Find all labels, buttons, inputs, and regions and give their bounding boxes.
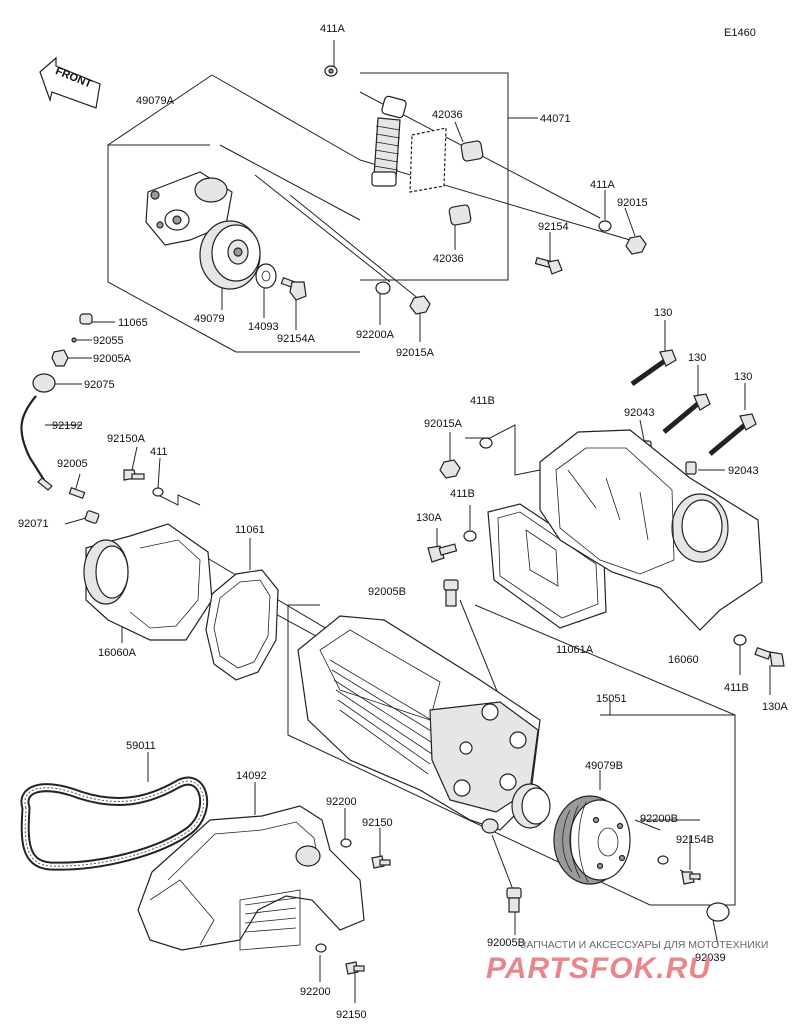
belt-cover (137, 805, 365, 951)
part-label-11065: 11065 (118, 317, 148, 329)
watermark: ЗАПЧАСТИ И АКСЕССУАРЫ ДЛЯ МОТОТЕХНИКИ PA… (486, 939, 768, 985)
washer-411b-c (733, 634, 747, 646)
watermark-tagline: ЗАПЧАСТИ И АКСЕССУАРЫ ДЛЯ МОТОТЕХНИКИ (520, 939, 768, 951)
part-label-92200b: 92200B (640, 813, 678, 825)
washer-411a-right (598, 220, 612, 232)
part-label-130: 130 (734, 371, 752, 383)
supercharger (297, 615, 541, 834)
part-label-59011: 59011 (126, 740, 156, 752)
part-label-49079a: 49079A (136, 95, 175, 107)
fitting-92005b-bottom (506, 887, 522, 913)
part-label-130: 130 (654, 307, 672, 319)
washer-14093 (255, 263, 277, 289)
nut-92015a-top (409, 295, 431, 315)
bolt-130-c (708, 413, 757, 456)
part-label-42036: 42036 (433, 253, 464, 265)
part-label-92005b: 92005B (487, 937, 525, 949)
part-label-16060: 16060 (668, 654, 699, 666)
part-label-14092: 14092 (236, 770, 267, 782)
bushing-42036-a (460, 140, 484, 162)
part-label-411: 411 (150, 446, 168, 458)
gasket-11061 (205, 569, 279, 681)
part-label-92005b: 92005B (368, 586, 406, 598)
part-label-44071: 44071 (540, 113, 571, 125)
part-label-92154a: 92154A (277, 333, 316, 345)
part-label-92005: 92005 (57, 458, 88, 470)
dowel-92043-b (685, 461, 697, 475)
bolt-92150a (123, 469, 145, 481)
cover-16060a (83, 523, 213, 641)
part-label-92192: 92192 (52, 420, 83, 432)
gasket-11061a (487, 503, 607, 629)
part-label-11061a: 11061A (556, 644, 594, 656)
bolt-130-a (630, 349, 677, 387)
bolt-130-b (662, 393, 711, 434)
part-label-130a: 130A (762, 701, 788, 713)
bushing-42036-b (448, 204, 472, 226)
part-label-92005a: 92005A (93, 353, 132, 365)
part-label-14093: 14093 (248, 321, 279, 333)
idler-pulley (199, 220, 261, 290)
part-labels: 411A 44071 42036 42036 411A 92015 92154 … (18, 23, 788, 1021)
bolt-130a-left (427, 543, 458, 563)
part-label-411a: 411A (320, 23, 346, 35)
part-label-92039: 92039 (695, 952, 726, 964)
part-label-42036: 42036 (432, 109, 463, 121)
washer-92200-a (340, 838, 352, 848)
washer-411b-b (463, 530, 477, 542)
bolt-92154 (534, 257, 563, 275)
part-label-130a: 130A (416, 512, 442, 524)
vent-hose-assembly (20, 313, 100, 524)
bolt-130a-right (754, 647, 785, 667)
washer-92200b (657, 855, 669, 865)
part-label-92150a: 92150A (107, 433, 146, 445)
part-label-411b: 411B (470, 395, 495, 407)
bolt-92154a (280, 277, 307, 301)
part-label-49079: 49079 (194, 313, 225, 325)
front-arrow: FRONT (39, 56, 101, 109)
part-label-92015a: 92015A (396, 347, 435, 359)
part-label-92200: 92200 (326, 796, 357, 808)
part-label-92075: 92075 (84, 379, 115, 391)
part-label-411a: 411A (590, 179, 616, 191)
part-label-92071: 92071 (18, 518, 49, 530)
diagram-code: E1460 (724, 27, 756, 39)
watermark-brand: PARTSFOK.RU (486, 952, 711, 985)
drive-belt (20, 776, 209, 871)
washer-411 (152, 487, 164, 497)
nut-92015a-mid (439, 459, 461, 479)
part-label-92015: 92015 (617, 197, 648, 209)
part-label-92055: 92055 (93, 335, 124, 347)
spring-tensioner (371, 95, 447, 193)
cap-92039 (706, 902, 730, 922)
tensioner-arm (145, 171, 233, 246)
part-label-130: 130 (688, 352, 706, 364)
bolt-92154b (681, 871, 701, 885)
washer-92200a (375, 281, 391, 295)
part-label-92150: 92150 (336, 1009, 367, 1021)
part-label-411b: 411B (450, 488, 475, 500)
part-label-92150: 92150 (362, 817, 393, 829)
housing-16060 (539, 429, 763, 631)
bolt-92150-b (345, 961, 365, 975)
part-label-92043: 92043 (728, 465, 759, 477)
part-label-92154b: 92154B (676, 834, 714, 846)
part-label-411b: 411B (724, 682, 749, 694)
pulley-49079b (511, 783, 631, 885)
part-label-16060a: 16060A (98, 647, 137, 659)
part-label-92043: 92043 (624, 407, 655, 419)
washer-92200-b (315, 943, 327, 953)
part-label-92200: 92200 (300, 986, 331, 998)
nut-92015 (625, 235, 647, 255)
washer-411b-a (479, 437, 493, 449)
part-label-92154: 92154 (538, 221, 569, 233)
bolt-92150-a (371, 855, 391, 869)
part-label-92015a: 92015A (424, 418, 463, 430)
part-label-15051: 15051 (596, 693, 627, 705)
fitting-92005b-top (443, 579, 459, 607)
part-label-49079b: 49079B (585, 760, 623, 772)
part-label-11061: 11061 (235, 524, 265, 536)
part-label-92200a: 92200A (356, 329, 395, 341)
